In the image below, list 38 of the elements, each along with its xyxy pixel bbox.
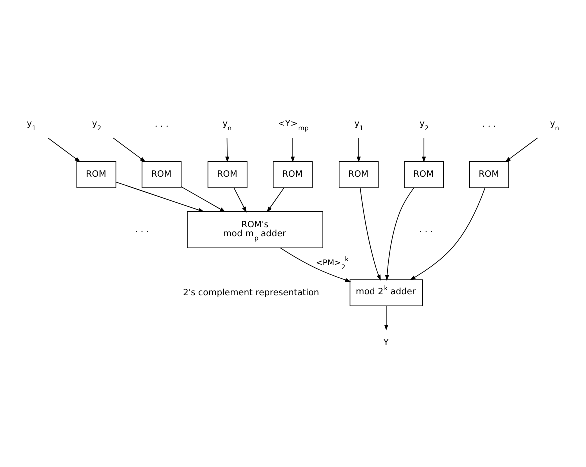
node-text: y$_{n}$ (222, 118, 232, 132)
arrow (116, 181, 205, 212)
node-box: ROM (208, 161, 248, 188)
node-text: y$_{n}$ (550, 118, 560, 132)
node-box: ROM (142, 161, 182, 188)
node-text: y$_{1}$ (27, 118, 36, 132)
node-text: Y (384, 338, 389, 348)
arrow (225, 137, 230, 162)
node-text: <Y>$_{mp}$ (278, 118, 309, 132)
node-box: mod 2$^{k}$ adder (350, 279, 424, 306)
arrow (290, 137, 296, 162)
arrow (356, 137, 361, 162)
arrow (422, 137, 426, 162)
arrow (113, 137, 146, 162)
label: 2's complement representation (183, 288, 320, 298)
arrow (181, 186, 226, 212)
label: . . . (482, 120, 496, 130)
node-box: ROM (339, 161, 379, 188)
label: . . . (135, 224, 150, 235)
arrow (48, 137, 81, 162)
arrow (505, 137, 538, 162)
node-text: y$_{2}$ (420, 118, 430, 132)
node-box: ROM's mod m$_{p}$ adder (187, 211, 324, 248)
arrow (280, 247, 352, 282)
arrow (234, 187, 247, 212)
label: . . . (419, 224, 434, 235)
node-box: ROM (404, 161, 444, 188)
node-box: ROM (273, 161, 313, 188)
arrow (410, 187, 486, 280)
node-box: ROM (76, 161, 117, 188)
node-text: y$_{1}$ (354, 118, 364, 132)
arrow (266, 187, 285, 212)
label: . . . (154, 120, 169, 130)
arrow (385, 187, 414, 281)
arrow (360, 187, 381, 280)
arrow (384, 305, 389, 330)
node-text: y$_{2}$ (92, 118, 102, 132)
node-box: ROM (469, 161, 510, 188)
